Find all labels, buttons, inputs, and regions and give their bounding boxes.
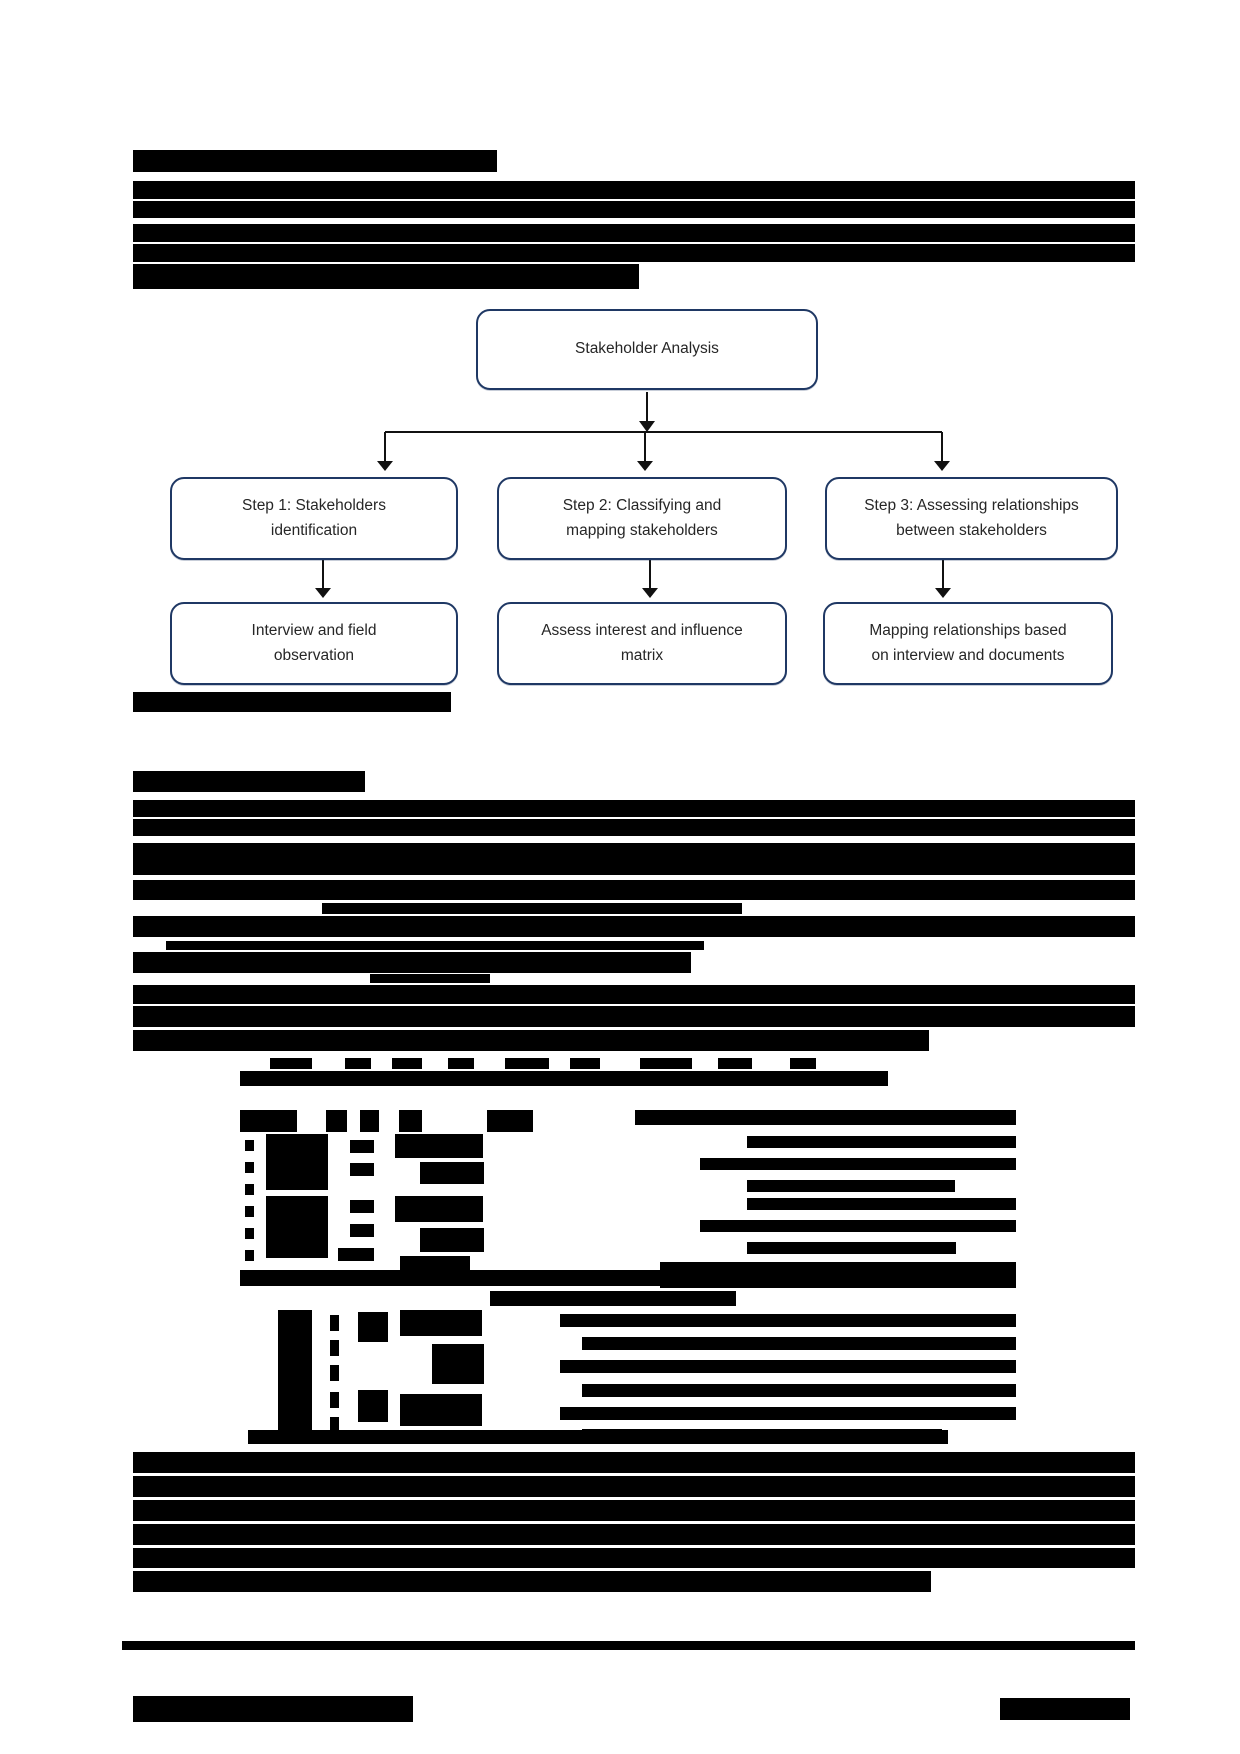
redacted-text-bar	[392, 1058, 422, 1069]
redacted-text-bar	[560, 1407, 1016, 1420]
redacted-text-bar	[133, 880, 1135, 900]
redacted-text-bar	[560, 1314, 1016, 1327]
redacted-text-bar	[245, 1184, 254, 1195]
redacted-text-bar	[270, 1058, 312, 1069]
redacted-text-bar	[420, 1228, 484, 1252]
redacted-text-bar	[133, 224, 1135, 242]
redacted-text-bar	[490, 1291, 736, 1306]
redacted-text-bar	[133, 985, 1135, 1004]
redacted-text-bar	[266, 1134, 328, 1190]
redacted-text-bar	[133, 819, 1135, 836]
redacted-text-bar	[420, 1162, 484, 1184]
redacted-text-bar	[330, 1392, 339, 1408]
redacted-text-bar	[747, 1180, 955, 1192]
redacted-text-bar	[166, 941, 704, 950]
redacted-text-bar	[133, 952, 691, 973]
flowchart-node-step3-method: Mapping relationships based on interview…	[823, 602, 1113, 685]
redacted-text-bar	[245, 1250, 254, 1261]
redacted-text-bar	[350, 1163, 374, 1176]
redacted-text-bar	[133, 244, 1135, 262]
redacted-text-bar	[700, 1220, 1016, 1232]
redacted-text-bar	[582, 1337, 1016, 1350]
redacted-text-bar	[360, 1110, 379, 1132]
redacted-text-bar	[747, 1198, 1016, 1210]
redacted-text-bar	[133, 1030, 929, 1051]
redacted-text-bar	[350, 1224, 374, 1237]
redacted-text-bar	[1000, 1698, 1130, 1720]
redacted-text-bar	[133, 201, 1135, 218]
redacted-text-bar	[133, 1500, 1135, 1521]
redacted-text-bar	[358, 1390, 388, 1422]
redacted-text-bar	[635, 1110, 1016, 1125]
redacted-text-bar	[133, 1476, 1135, 1497]
redacted-text-bar	[560, 1360, 1016, 1373]
redacted-text-bar	[718, 1058, 752, 1069]
redacted-text-bar	[400, 1310, 482, 1336]
redacted-text-bar	[133, 843, 1135, 875]
redacted-text-bar	[245, 1228, 254, 1239]
redacted-text-bar	[245, 1206, 254, 1217]
redacted-text-bar	[133, 150, 497, 172]
redacted-text-bar	[322, 903, 742, 914]
redacted-text-bar	[395, 1196, 483, 1222]
redacted-text-bar	[395, 1134, 483, 1158]
redacted-text-bar	[133, 1006, 1135, 1027]
redacted-text-bar	[133, 916, 1135, 937]
redacted-text-bar	[448, 1058, 474, 1069]
redacted-text-bar	[278, 1310, 312, 1432]
redacted-text-bar	[330, 1417, 339, 1431]
flowchart-node-root: Stakeholder Analysis	[476, 309, 818, 390]
redacted-text-bar	[330, 1340, 339, 1356]
redacted-text-bar	[248, 1430, 948, 1444]
redacted-text-bar	[640, 1058, 692, 1069]
redacted-text-bar	[350, 1140, 374, 1153]
redacted-text-bar	[400, 1256, 470, 1274]
redacted-text-bar	[240, 1110, 297, 1132]
redacted-text-bar	[747, 1136, 1016, 1148]
redacted-text-bar	[133, 1524, 1135, 1545]
redacted-text-bar	[133, 771, 365, 792]
redacted-text-bar	[487, 1110, 533, 1132]
redacted-text-bar	[399, 1110, 422, 1132]
redacted-text-bar	[133, 1696, 413, 1722]
redacted-text-bar	[330, 1365, 339, 1381]
redacted-text-bar	[345, 1058, 371, 1069]
redacted-text-bar	[326, 1110, 347, 1132]
redacted-text-bar	[133, 1571, 931, 1592]
redacted-text-bar	[700, 1158, 1016, 1170]
redacted-text-bar	[582, 1384, 1016, 1397]
footer-rule	[122, 1641, 1135, 1650]
redacted-text-bar	[790, 1058, 816, 1069]
redacted-text-bar	[245, 1140, 254, 1151]
redacted-text-bar	[133, 692, 451, 712]
redacted-text-bar	[245, 1162, 254, 1173]
redacted-text-bar	[133, 800, 1135, 817]
redacted-text-bar	[505, 1058, 549, 1069]
redacted-text-bar	[266, 1196, 328, 1258]
flowchart-node-step3: Step 3: Assessing relationships between …	[825, 477, 1118, 560]
redacted-text-bar	[747, 1242, 956, 1254]
flowchart-node-step2-method: Assess interest and influence matrix	[497, 602, 787, 685]
redacted-text-bar	[432, 1344, 484, 1384]
flowchart-node-step1-method: Interview and field observation	[170, 602, 458, 685]
flowchart-node-step1: Step 1: Stakeholders identification	[170, 477, 458, 560]
redacted-text-bar	[240, 1270, 1016, 1286]
redacted-text-bar	[133, 181, 1135, 199]
flowchart-node-step2: Step 2: Classifying and mapping stakehol…	[497, 477, 787, 560]
redacted-text-bar	[330, 1315, 339, 1331]
redacted-text-bar	[570, 1058, 600, 1069]
redacted-text-bar	[338, 1248, 374, 1261]
redacted-text-bar	[358, 1312, 388, 1342]
redacted-text-bar	[370, 974, 490, 983]
redacted-text-bar	[400, 1394, 482, 1426]
redacted-text-bar	[133, 1548, 1135, 1568]
redacted-text-bar	[350, 1200, 374, 1213]
redacted-text-bar	[133, 1452, 1135, 1473]
redacted-text-bar	[240, 1071, 888, 1086]
redacted-text-bar	[133, 264, 639, 289]
